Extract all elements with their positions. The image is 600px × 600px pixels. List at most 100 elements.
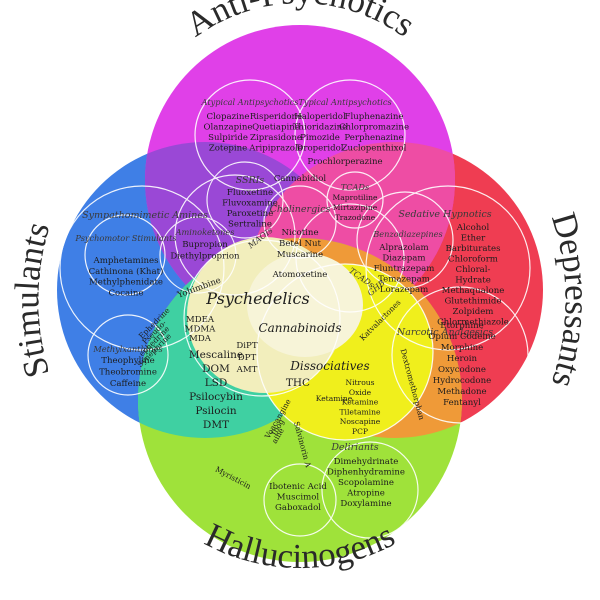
dissociative-drug: Oxide <box>349 388 372 397</box>
methylxanthine-drug: Theobromine <box>99 368 157 378</box>
dissociative-drug: Nitrous <box>345 378 374 387</box>
psychomotor-drug: Cocaine <box>108 288 143 298</box>
aminoketones-header: Aminoketones <box>175 227 235 237</box>
atomoxetine-label: Atomoxetine <box>272 270 328 280</box>
sedative-drug: Chlormethiazole <box>437 318 509 328</box>
dissociative-drug: Noscapine <box>340 417 381 426</box>
depressants-title: Depressants <box>544 208 597 392</box>
hallucinogen-drug: DOM <box>202 363 230 375</box>
chol-circle <box>263 185 337 259</box>
typical-drug: Perphenazine <box>344 133 403 143</box>
deliriant-drug: Doxylamine <box>340 499 391 509</box>
ssri-drug: Paroxetine <box>227 209 274 219</box>
typical-drug: Thioridazine <box>293 123 348 133</box>
sedative-drug: Ether <box>461 234 486 244</box>
narcotic-drug: Morphine <box>441 343 484 353</box>
psychomotor-circle <box>84 214 166 296</box>
aminoketone-drug: Bupropion <box>182 240 228 250</box>
sedative-drug: Methaqualone <box>442 286 505 296</box>
hallucinogen-drug: Psilocin <box>195 405 236 417</box>
tcad-top-header: TCADs <box>341 182 369 192</box>
tryptamine-drug: DPT <box>238 353 257 363</box>
sedative-drug: Zolpidem <box>453 307 494 317</box>
narcotic-drug: Oxycodone <box>438 365 486 375</box>
tcad-circle <box>326 171 384 229</box>
tryptamine-drug: DiPT <box>236 341 257 351</box>
benzo-drug: Diazepam <box>382 254 425 264</box>
methylxanthine-drug: Theophyline <box>101 356 155 366</box>
atypical-drug: Aripiprazole <box>248 144 303 154</box>
sedative-header: Sedative Hypnotics <box>398 209 491 220</box>
mda-drug: MDEA <box>186 315 215 325</box>
aminoketone-drug: Diethylproprion <box>170 252 240 262</box>
cholinergic-drug: Muscarine <box>277 250 323 260</box>
typical-drug: Fluphenazine <box>345 112 404 122</box>
narcotic-drug: Fentanyl <box>443 398 481 408</box>
tcad-drug: Mirtazipine <box>333 203 378 212</box>
hallucinogen-drug: Mescaline <box>189 349 243 361</box>
tryptamine-drug: AMT <box>236 365 258 375</box>
tcad-drug: Trazodone <box>335 213 376 222</box>
cholinergic-drug: Betel Nut <box>279 239 321 249</box>
ssri-drug: Fluvoxamine <box>222 199 278 209</box>
narcotic-header: Narcotic Analgesics <box>396 327 493 338</box>
methylxanthines-header: Methylxanthines <box>92 344 162 354</box>
benzo-header: Benzodiazepines <box>372 229 442 239</box>
psychomotor-drug: Amphetamines <box>93 256 159 266</box>
narcotic-drug: Methadone <box>437 387 486 397</box>
benzo-drug: Temazepam <box>378 275 430 285</box>
psychomotor-drug: Cathinona (Khat) <box>89 266 164 277</box>
ketamine-center-label: Ketamine <box>316 394 353 403</box>
atypical-drug: Sulpiride <box>208 133 248 143</box>
mda-drug: MDMA <box>185 325 216 335</box>
atypical-drug: Ziprasidone <box>250 133 302 143</box>
sedative-drug: Alcohol <box>456 223 490 233</box>
ssri-drug: Sertraline <box>228 220 272 230</box>
benzo-drug: Alprazolam <box>378 243 428 253</box>
muscimol-drug: Gaboxadol <box>275 503 321 513</box>
narcotic-drug: Hydrocodone <box>433 376 491 386</box>
benzo-drug: Fluntrazepam <box>374 264 435 274</box>
cholinergics-header: Cholinergics <box>270 204 331 215</box>
sedative-circle <box>365 185 531 351</box>
sedative-drug: Glutethimide <box>445 297 502 307</box>
muscimol-circle <box>263 463 337 537</box>
typical-drug: Zuclopenthixol <box>342 144 407 154</box>
deliriants-header: Deliriants <box>330 442 378 453</box>
typical-drug: Pimozide <box>300 133 340 143</box>
muscimol-drug: Muscimol <box>277 493 320 503</box>
narcotic-circle <box>391 286 529 424</box>
cholinergic-drug: Nicotine <box>281 228 318 238</box>
psy-circle <box>183 239 341 397</box>
sedative-drug: Hydrate <box>455 276 491 286</box>
typical-header: Typical Antipsychotics <box>298 97 391 107</box>
atypical-drug: Zotepine <box>209 144 248 154</box>
tcad-drug: Maprotiline <box>332 193 378 202</box>
atypical-drug: Quetiapine <box>252 123 300 133</box>
psychomotor-header: Psychomotor Stimulants <box>74 233 176 243</box>
hallucinogen-drug: Psilocybin <box>189 391 243 403</box>
atypical-header: Atypical Antipsychotics <box>201 97 299 107</box>
typical-drug: Chlorpromazine <box>339 123 409 133</box>
prochlorperazine-label: Prochlorperazine <box>307 157 382 167</box>
typical-drug: Haloperidol <box>294 112 346 122</box>
cannabidiol-label: Cannabidiol <box>274 174 327 184</box>
atypical-drug: Olanzapine <box>204 123 253 133</box>
narcotic-drug: Heroin <box>447 354 478 364</box>
deliriant-drug: Diphenhydramine <box>327 468 405 478</box>
dissociatives-label: Dissociatives <box>289 359 369 373</box>
psychedelics-label: Psychedelics <box>205 289 309 308</box>
ghb-circle <box>295 203 405 313</box>
ssri-circle <box>206 161 284 239</box>
sedative-drug: Barbiturates <box>446 244 501 254</box>
dissociative-drug: Tiletamine <box>339 407 381 416</box>
sedative-drug: Chloral- <box>456 265 491 275</box>
thc-label: THC <box>286 377 310 389</box>
deliriant-drug: Atropine <box>346 489 385 499</box>
muscimol-drug: Ibotenic Acid <box>269 482 327 492</box>
narcotic-drug: Opium Codeine <box>428 332 495 342</box>
methylxanthine-drug: Caffeine <box>110 379 146 389</box>
hallucinogen-drug: LSD <box>205 377 228 389</box>
sympath-circle <box>59 185 225 351</box>
cannabinoids-label: Cannabinoids <box>258 321 341 335</box>
